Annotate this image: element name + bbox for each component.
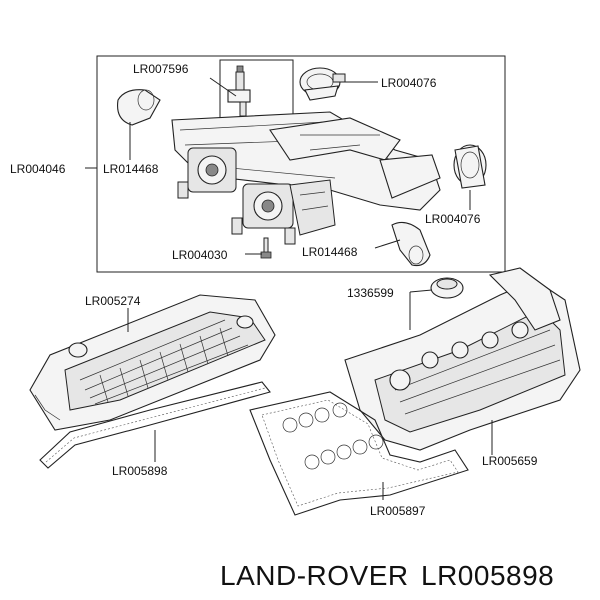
label-lr007596: LR007596: [133, 62, 189, 76]
label-lr004076-right: LR004076: [425, 212, 481, 226]
hose-top-drawing: [299, 67, 346, 101]
upper-assembly-frame: [96, 55, 506, 273]
label-lr014468-left: LR014468: [103, 162, 159, 176]
part-labels: LR007596 LR004076 LR004046 LR014468 LR00…: [10, 62, 538, 518]
label-lr004076-top: LR004076: [381, 76, 437, 90]
label-lr004046: LR004046: [10, 162, 66, 176]
footer: LAND-ROVER LR005898: [220, 560, 554, 591]
footer-brand: LAND-ROVER: [220, 560, 409, 591]
label-lr005659: LR005659: [482, 454, 538, 468]
footer-part-number: LR005898: [421, 560, 554, 591]
elbow-bottom-drawing: [391, 221, 431, 267]
label-lr005898: LR005898: [112, 464, 168, 478]
label-lr014468-bottom: LR014468: [302, 245, 358, 259]
label-1336599: 1336599: [347, 286, 394, 300]
hose-right-drawing: [453, 144, 487, 189]
valve-cover-right-drawing: [344, 267, 581, 451]
bolt-drawing: [260, 237, 272, 259]
pressure-sensor-drawing: [227, 65, 251, 117]
label-lr005897: LR005897: [370, 504, 426, 518]
label-lr005274: LR005274: [85, 294, 141, 308]
leader-lines: [85, 77, 493, 500]
label-lr004030: LR004030: [172, 248, 228, 262]
intake-manifold-drawing: [171, 111, 441, 245]
valve-cover-left-drawing: [29, 294, 276, 431]
elbow-left-drawing: [117, 89, 161, 126]
gasket-right-drawing: [249, 391, 469, 516]
gasket-left-drawing: [39, 381, 271, 469]
